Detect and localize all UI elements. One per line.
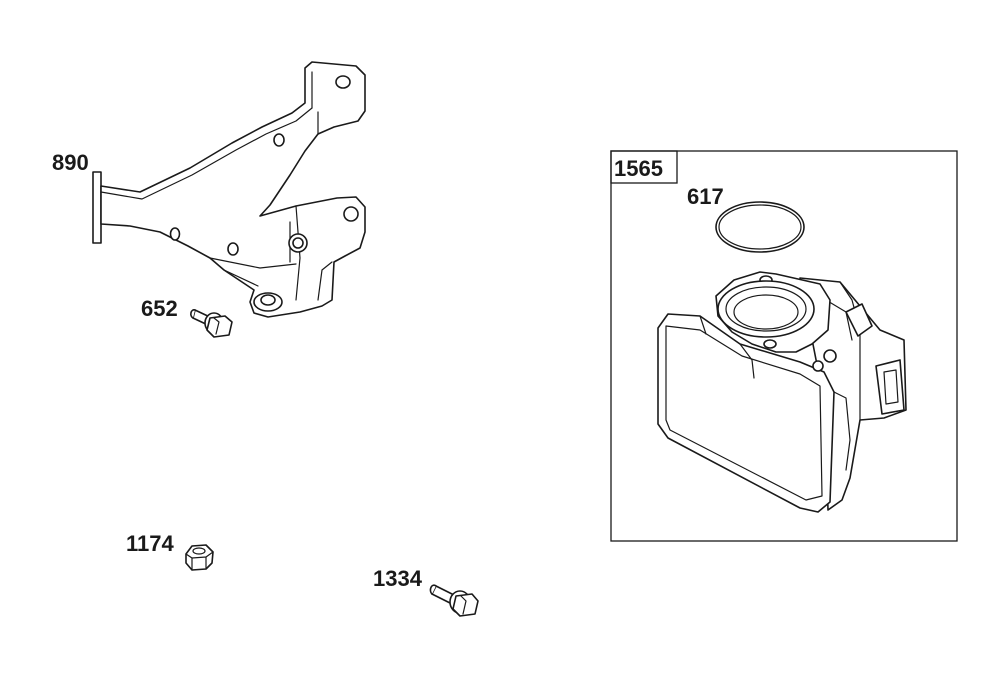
bracket-890[interactable]: [92, 61, 366, 318]
callout-617: 617: [687, 184, 724, 209]
gasket-617[interactable]: [715, 201, 805, 253]
nut-1174[interactable]: [185, 544, 214, 571]
assembly-1565-box: [610, 150, 958, 542]
bolt-1334[interactable]: [429, 584, 479, 617]
bolt-652[interactable]: [190, 309, 233, 338]
throttle-body[interactable]: [657, 271, 907, 513]
callout-652: 652: [141, 296, 178, 321]
callout-1565: 1565: [614, 156, 663, 181]
callout-890: 890: [52, 150, 89, 175]
callout-1334: 1334: [373, 566, 423, 591]
callout-1174: 1174: [126, 531, 174, 556]
